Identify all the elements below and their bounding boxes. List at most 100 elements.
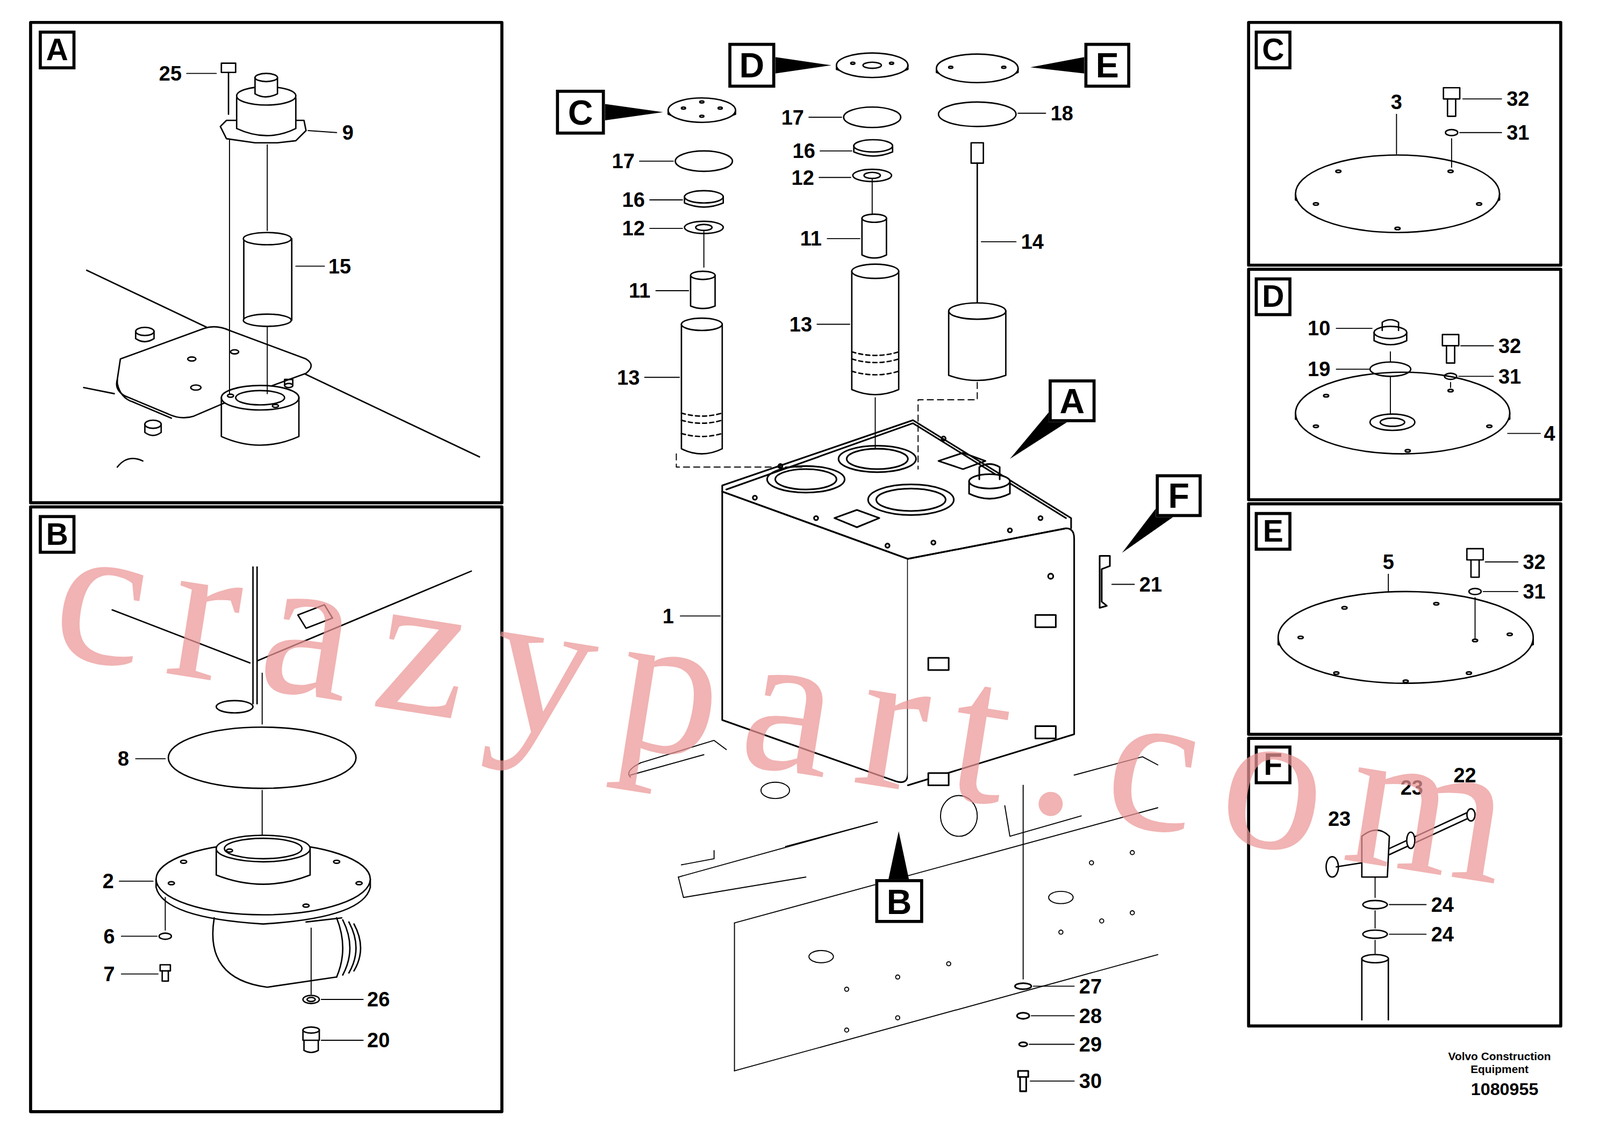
drawing-stroke	[1333, 671, 1339, 675]
drawing-stroke	[946, 962, 951, 967]
drawing-stroke	[119, 880, 154, 882]
view-letter: A	[1059, 383, 1086, 419]
drawing-stroke	[1450, 382, 1452, 388]
drawing-stroke	[112, 610, 250, 664]
drawing-stroke	[1485, 561, 1519, 563]
drawing-stroke	[1016, 1013, 1030, 1020]
drawing-stroke	[1374, 326, 1408, 339]
drawing-stroke	[228, 120, 231, 394]
drawing-stroke	[1038, 515, 1043, 521]
filter-column-d	[836, 53, 908, 449]
drawing-stroke	[1380, 418, 1405, 427]
drawing-stroke	[895, 975, 900, 980]
callout-number: 24	[1431, 894, 1454, 916]
watermark: crazypart.com	[42, 486, 1549, 922]
drawing-stroke	[1451, 138, 1453, 168]
callout-number: 23	[1328, 808, 1351, 830]
view-letter: E	[1095, 47, 1119, 83]
callout-number: 4	[1544, 423, 1556, 444]
drawing-stroke	[1099, 555, 1110, 608]
drawing-stroke	[1387, 574, 1389, 592]
callout-number: 16	[622, 189, 645, 211]
drawing-stroke	[827, 238, 860, 240]
drawing-stroke	[1035, 726, 1056, 739]
drawing-stroke	[681, 413, 723, 437]
drawing-stroke	[820, 150, 852, 152]
drawing-stroke	[243, 314, 292, 327]
drawing-stroke	[1447, 170, 1453, 174]
callout-number: 1	[662, 605, 674, 627]
drawing-stroke	[321, 999, 364, 1001]
drawing-stroke	[678, 877, 806, 898]
drawing-stroke	[838, 445, 916, 472]
callout-number: 3	[1390, 91, 1403, 113]
drawing-stroke	[981, 241, 1017, 243]
callout-number: 7	[103, 964, 116, 985]
drawing-stroke	[355, 881, 362, 886]
drawing-stroke	[227, 72, 230, 115]
drawing-stroke	[168, 727, 356, 789]
drawing-stroke	[699, 115, 705, 118]
drawing-stroke	[675, 151, 733, 172]
drawing-stroke	[867, 484, 954, 516]
drawing-stroke	[303, 995, 320, 1004]
drawing-stroke	[928, 773, 949, 786]
drawing-stroke	[734, 923, 736, 1072]
drawing-stroke	[1389, 818, 1469, 855]
drawing-stroke	[862, 214, 887, 223]
drawing-stroke	[836, 53, 908, 78]
filler-assembly	[83, 63, 480, 468]
drawing-stroke	[969, 474, 1010, 490]
callout-number: 31	[1498, 366, 1521, 387]
view-letter: E	[1263, 515, 1284, 547]
drawing-stroke	[1074, 756, 1159, 776]
view-letter: D	[739, 47, 765, 83]
drawing-stroke	[948, 66, 953, 69]
drawing-stroke	[284, 379, 293, 386]
view-letter: F	[1263, 749, 1283, 781]
drawing-stroke	[639, 160, 674, 162]
drawing-stroke	[851, 271, 899, 396]
drawing-stroke	[117, 458, 143, 468]
drawing-stroke	[690, 271, 716, 280]
drawing-stroke	[216, 835, 311, 862]
letter-callout-box: F	[1155, 474, 1202, 518]
drawing-stroke	[834, 510, 880, 528]
drawing-stroke	[168, 881, 175, 886]
drawing-stroke	[941, 436, 946, 441]
drawing-stroke	[1483, 591, 1519, 593]
drawing-stroke	[761, 782, 790, 799]
drawing-stroke	[703, 231, 705, 268]
drawing-stroke	[1466, 548, 1483, 561]
callout-number: 30	[1079, 1071, 1102, 1092]
drawing-stroke	[243, 232, 292, 246]
drawing-stroke	[1030, 56, 1085, 74]
drawing-stroke	[1336, 368, 1369, 370]
drawing-stroke	[1444, 373, 1458, 380]
drawing-stroke	[775, 56, 831, 74]
letter-callout-box: B	[38, 514, 76, 554]
drawing-stroke	[1361, 958, 1389, 1021]
drawing-stroke	[1433, 602, 1439, 606]
cover-d	[1295, 319, 1510, 455]
drawing-stroke	[775, 469, 837, 490]
drawing-stroke	[948, 303, 1006, 320]
drawing-stroke	[630, 755, 705, 776]
drawing-stroke	[843, 106, 901, 128]
drawing-stroke	[1248, 504, 1561, 735]
drawing-stroke	[1297, 636, 1303, 640]
callout-number: 17	[781, 106, 805, 128]
letter-callout-box: D	[1254, 277, 1292, 317]
cover-e	[1278, 548, 1534, 684]
drawing-stroke	[1389, 934, 1426, 936]
drawing-stroke	[145, 420, 162, 429]
drawing-stroke	[235, 390, 285, 406]
drawing-stroke	[695, 224, 712, 231]
drawing-stroke	[255, 73, 278, 82]
drawing-stroke	[230, 349, 239, 355]
callout-number: 6	[103, 926, 116, 947]
drawing-stroke	[644, 376, 680, 378]
drawing-stroke	[333, 860, 340, 864]
drawing-stroke	[851, 352, 899, 376]
drawing-stroke	[1446, 345, 1455, 363]
